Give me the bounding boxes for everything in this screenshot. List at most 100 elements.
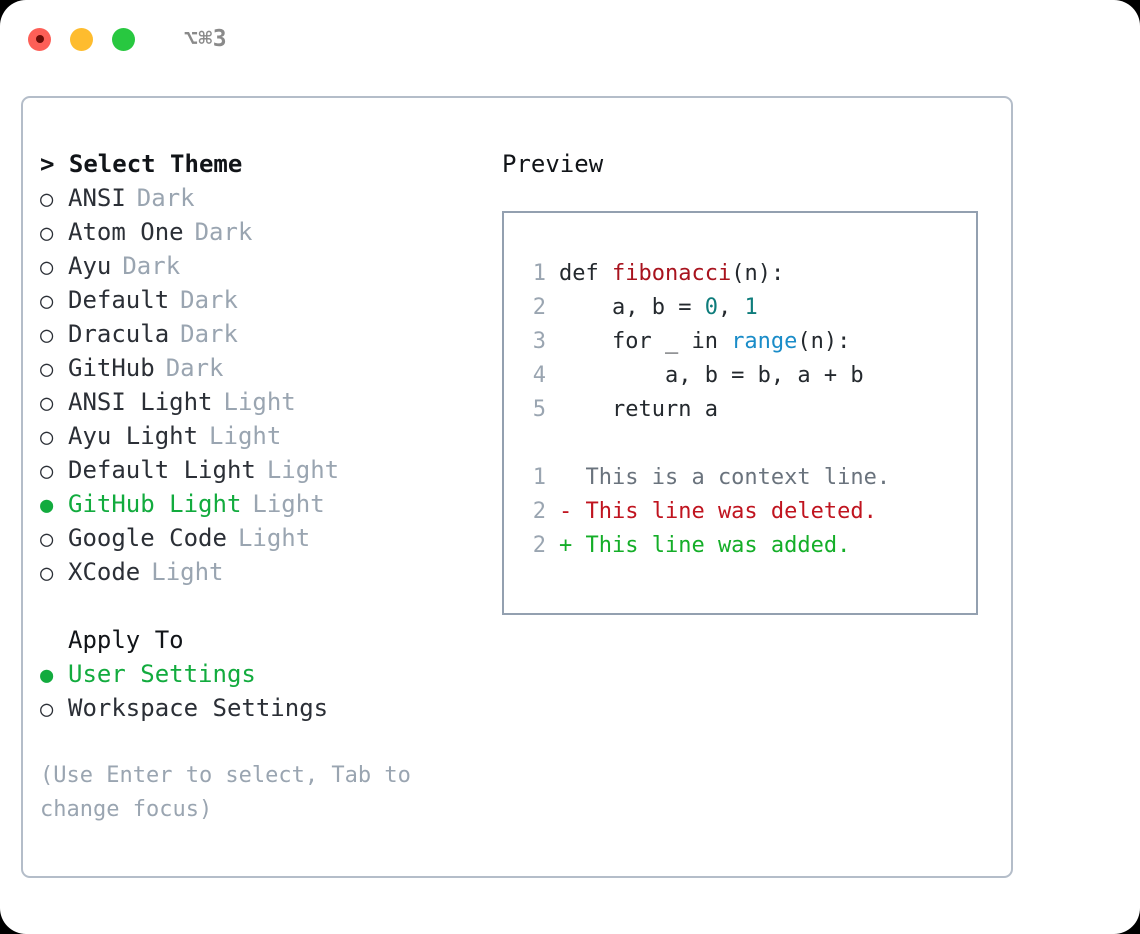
radio-unselected-icon: ○ <box>40 357 54 382</box>
diff-line-content: This is a context line. <box>559 465 891 490</box>
diff-line-number: 1 <box>532 465 546 490</box>
theme-option-label: GitHub Light <box>68 490 242 518</box>
minimize-button[interactable] <box>70 27 93 51</box>
theme-variant-badge: Dark <box>165 354 224 382</box>
theme-variant-badge: Dark <box>122 252 181 280</box>
radio-selected-icon: ● <box>40 493 54 518</box>
radio-unselected-icon: ○ <box>40 391 54 416</box>
radio-unselected-icon: ○ <box>40 289 54 314</box>
theme-option-label: GitHub <box>68 354 155 382</box>
theme-option-github[interactable]: ○ GitHub Dark <box>40 351 480 385</box>
diff-line-context: 1 This is a context line. <box>518 461 976 495</box>
radio-unselected-icon: ○ <box>40 425 54 450</box>
theme-variant-badge: Light <box>252 490 325 518</box>
code-token-plain: def <box>559 261 612 286</box>
code-line-number: 5 <box>532 397 546 422</box>
preview-spacer <box>518 427 976 461</box>
theme-variant-badge: Dark <box>180 286 238 314</box>
code-line: 2 a, b = 0, 1 <box>518 291 976 325</box>
diff-line-number: 2 <box>532 499 546 524</box>
code-line-number: 3 <box>532 329 546 354</box>
theme-option-label: Default <box>68 286 170 314</box>
record-dot-icon <box>35 35 44 43</box>
code-line: 3 for _ in range(n): <box>518 325 976 359</box>
radio-unselected-icon: ○ <box>40 697 54 722</box>
code-line-content: for _ in range(n): <box>559 325 850 359</box>
apply-to-option-label: Workspace Settings <box>68 694 329 722</box>
theme-option-label: Google Code <box>68 524 227 552</box>
radio-unselected-icon: ○ <box>40 221 54 246</box>
radio-unselected-icon: ○ <box>40 527 54 552</box>
code-token-number: 1 <box>744 295 758 320</box>
keyboard-hint-text: (Use Enter to select, Tab to change focu… <box>40 763 411 822</box>
code-token-plain: for _ in <box>559 329 732 354</box>
theme-option-ansi-light[interactable]: ○ ANSI Light Light <box>40 385 480 419</box>
diff-line-number: 2 <box>532 533 546 558</box>
keyboard-shortcut-label: ⌥⌘3 <box>184 26 228 52</box>
theme-variant-badge: Light <box>209 422 282 450</box>
code-token-function: fibonacci <box>611 261 732 286</box>
preview-heading: Preview <box>502 150 604 178</box>
code-token-plain: (n): <box>731 261 785 286</box>
diff-sample: 1 This is a context line. 2 - This line wa… <box>518 461 976 563</box>
code-line-content: a, b = b, a + b <box>559 359 864 393</box>
code-token-builtin: range <box>731 329 798 354</box>
theme-variant-badge: Light <box>266 456 340 484</box>
close-button[interactable] <box>28 27 51 51</box>
theme-option-atom-one[interactable]: ○ Atom One Dark <box>40 215 480 249</box>
theme-variant-badge: Dark <box>194 218 253 246</box>
diff-line-content: + This line was added. <box>559 533 851 558</box>
code-line-number: 1 <box>532 261 546 286</box>
theme-variant-badge: Light <box>151 558 224 586</box>
diff-line-added: 2 + This line was added. <box>518 529 976 563</box>
apply-to-list: ● User Settings ○ Workspace Settings <box>40 657 480 725</box>
theme-picker-heading: > Select Theme <box>40 150 243 178</box>
theme-variant-badge: Light <box>237 524 311 552</box>
theme-option-github-light[interactable]: ● GitHub Light Light <box>40 487 480 521</box>
radio-unselected-icon: ○ <box>40 323 54 348</box>
title-bar: ⌥⌘3 <box>0 0 1140 78</box>
radio-selected-icon: ● <box>40 663 54 688</box>
theme-option-label: XCode <box>68 558 141 586</box>
apply-to-option-workspace-settings[interactable]: ○ Workspace Settings <box>40 691 480 725</box>
code-line-number: 2 <box>532 295 546 320</box>
radio-unselected-icon: ○ <box>40 187 54 212</box>
code-token-plain: a, b = <box>559 295 705 320</box>
theme-option-label: Atom One <box>68 218 184 246</box>
maximize-button[interactable] <box>112 27 135 51</box>
theme-option-label: ANSI Light <box>68 388 213 416</box>
code-line: 5 return a <box>518 393 976 427</box>
code-line: 1 def fibonacci(n): <box>518 257 976 291</box>
theme-variant-badge: Light <box>223 388 296 416</box>
radio-unselected-icon: ○ <box>40 255 54 280</box>
theme-option-label: Ayu <box>68 252 112 280</box>
theme-variant-badge: Dark <box>180 320 238 348</box>
code-line-content: def fibonacci(n): <box>559 257 784 291</box>
theme-option-default[interactable]: ○ Default Dark <box>40 283 480 317</box>
apply-to-option-label: User Settings <box>68 660 256 688</box>
diff-line-content: - This line was deleted. <box>559 499 877 524</box>
code-line-number: 4 <box>532 363 546 388</box>
theme-option-ayu[interactable]: ○ Ayu Dark <box>40 249 480 283</box>
code-token-plain: a, b = b, a + b <box>559 363 864 388</box>
diff-line-deleted: 2 - This line was deleted. <box>518 495 976 529</box>
apply-to-option-user-settings[interactable]: ● User Settings <box>40 657 480 691</box>
theme-option-label: ANSI <box>68 184 126 212</box>
code-line: 4 a, b = b, a + b <box>518 359 976 393</box>
theme-option-google-code[interactable]: ○ Google Code Light <box>40 521 480 555</box>
radio-unselected-icon: ○ <box>40 459 54 484</box>
code-token-plain: return a <box>559 397 718 422</box>
code-line-content: return a <box>559 393 718 427</box>
code-line-content: a, b = 0, 1 <box>559 291 758 325</box>
